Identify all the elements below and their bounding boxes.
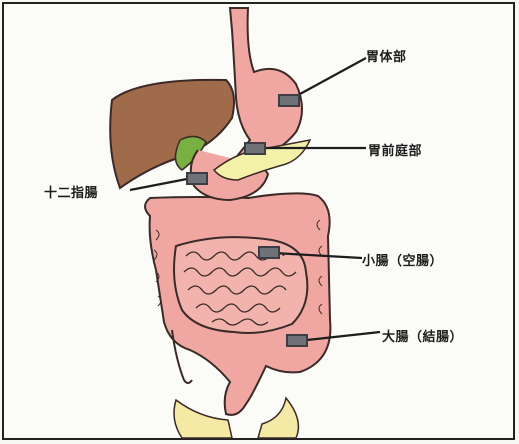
marker-duodenum <box>186 172 208 185</box>
pelvis-shape-right <box>258 398 298 438</box>
marker-large-intestine <box>286 334 308 347</box>
label-gastric-body: 胃体部 <box>366 46 407 65</box>
marker-gastric-antrum <box>244 142 266 155</box>
label-small-intestine: 小腸（空腸） <box>362 250 443 269</box>
label-duodenum: 十二指腸 <box>44 182 98 201</box>
label-gastric-antrum: 胃前庭部 <box>368 140 422 159</box>
label-large-intestine: 大腸（結腸） <box>382 326 463 345</box>
pelvis-shape <box>174 400 232 438</box>
marker-gastric-body <box>278 94 300 107</box>
marker-small-intestine <box>258 246 280 259</box>
